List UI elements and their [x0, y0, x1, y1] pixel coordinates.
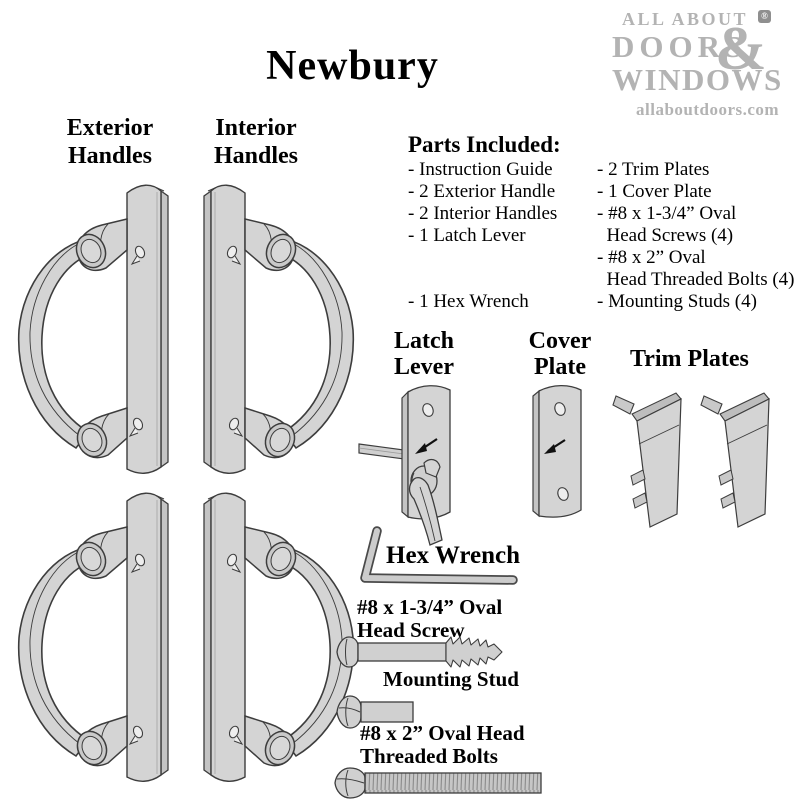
parts-included-heading: Parts Included:: [408, 132, 561, 157]
logo-website: allaboutdoors.com: [636, 100, 780, 119]
mounting-stud-illustration: [336, 695, 414, 729]
cover-plate-illustration: [532, 384, 582, 518]
parts-list-item: - 1 Hex Wrench: [408, 291, 529, 312]
interior-handle-top-illustration: [203, 184, 355, 475]
column-label-exterior-handles: Exterior Handles: [66, 115, 154, 169]
brand-logo: ALL ABOUT DOORS WINDOWS & ® allaboutdoor…: [612, 10, 792, 118]
parts-list-item: - #8 x 1-3/4” Oval: [597, 203, 737, 224]
parts-list-left: - Instruction Guide - 2 Exterior Handle …: [408, 159, 557, 313]
logo-ampersand: &: [715, 15, 767, 83]
label-hex-wrench: Hex Wrench: [386, 542, 521, 569]
label-latch-lever: Latch Lever: [394, 328, 454, 380]
parts-list-item: [408, 247, 557, 269]
hex-wrench-illustration: [360, 526, 518, 585]
exterior-handle-top-illustration: [17, 184, 169, 475]
label-threaded-bolts: #8 x 2” Oval Head Threaded Bolts: [360, 721, 525, 768]
label-oval-head-screw: #8 x 1-3/4” Oval Head Screw: [357, 595, 503, 642]
oval-head-screw-illustration: [336, 636, 503, 668]
parts-list-item: - #8 x 2” Oval: [597, 247, 706, 268]
parts-list-item: Head Screws (4): [597, 225, 734, 246]
parts-list-item: [408, 269, 557, 291]
latch-lever-illustration: [358, 385, 451, 546]
parts-list-item: - 2 Trim Plates: [597, 159, 710, 180]
parts-list-item: - 1 Latch Lever: [408, 225, 526, 246]
parts-list-item: - Instruction Guide: [408, 159, 553, 180]
trim-plates-illustration: [612, 392, 770, 528]
logo-registered-mark: ®: [758, 10, 771, 23]
label-mounting-stud: Mounting Stud: [383, 667, 519, 691]
logo-line-1: ALL ABOUT: [622, 9, 749, 29]
column-label-interior-handles: Interior Handles: [213, 115, 299, 169]
parts-list-item: - Mounting Studs (4): [597, 291, 757, 312]
page-title: Newbury: [266, 43, 439, 89]
logo-line-2: DOORS: [612, 29, 748, 64]
parts-list-item: - 2 Exterior Handle: [408, 181, 556, 202]
exterior-handle-bottom-illustration: [17, 492, 169, 783]
logo-line-3: WINDOWS: [612, 62, 783, 97]
parts-list-item: - 1 Cover Plate: [597, 181, 712, 202]
threaded-bolt-illustration: [334, 767, 542, 799]
parts-list-right: - 2 Trim Plates - 1 Cover Plate - #8 x 1…: [597, 159, 795, 313]
parts-list-item: - 2 Interior Handles: [408, 203, 558, 224]
label-cover-plate: Cover Plate: [528, 328, 592, 380]
label-trim-plates: Trim Plates: [630, 346, 749, 372]
parts-list-item: Head Threaded Bolts (4): [597, 269, 795, 290]
